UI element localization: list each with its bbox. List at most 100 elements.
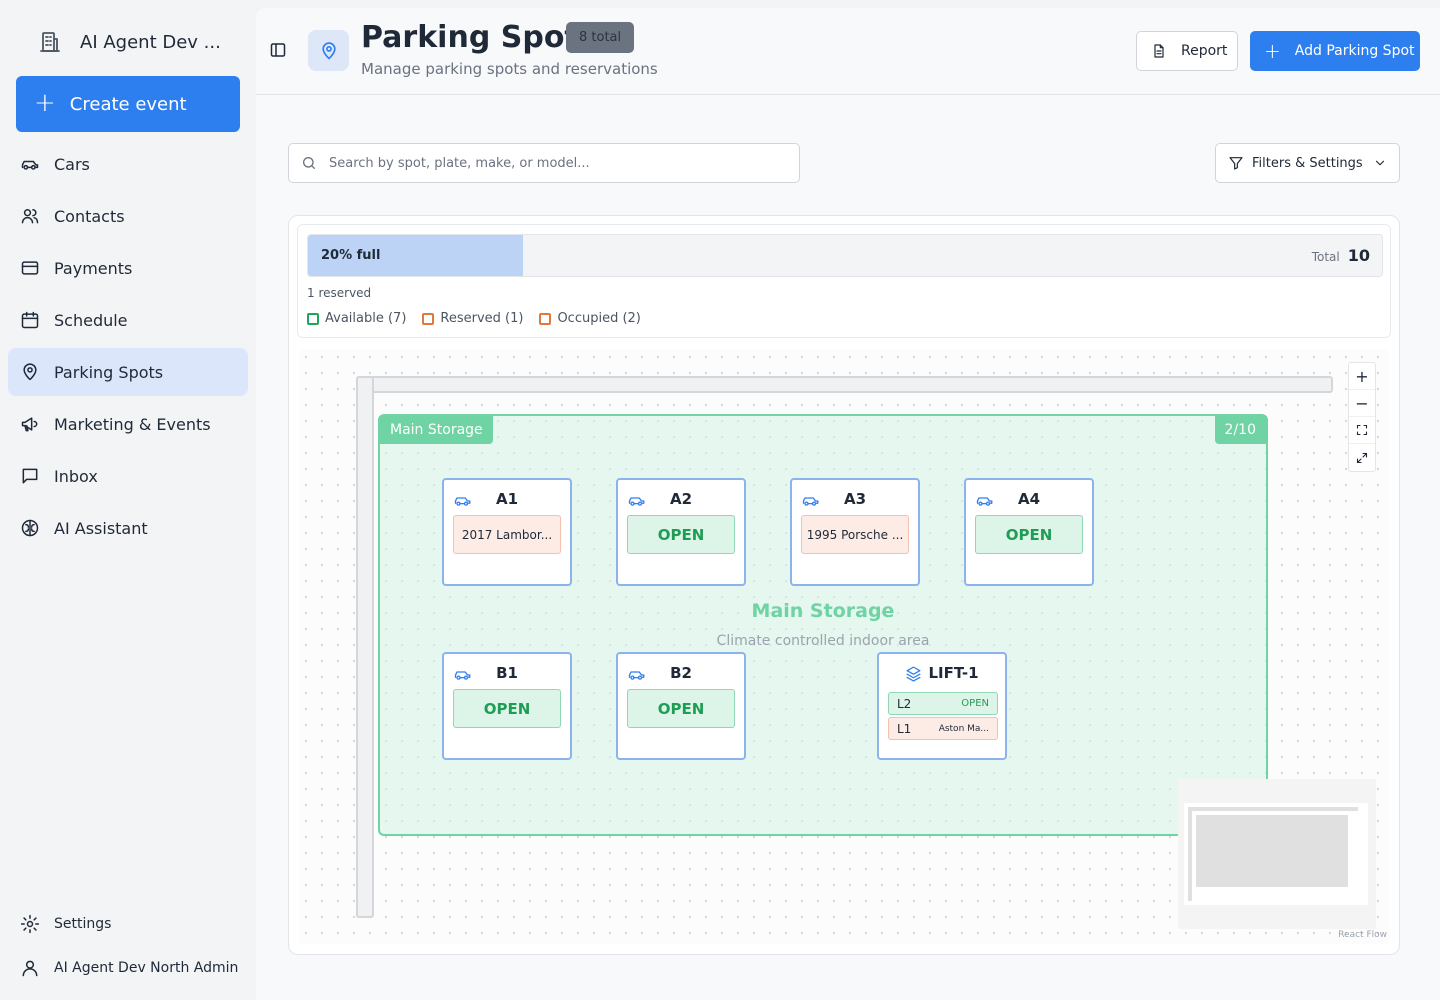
car-icon	[454, 671, 471, 680]
users-icon	[21, 209, 39, 224]
minimap-wall-left	[1188, 807, 1192, 901]
occupancy-label: 20% full	[321, 248, 381, 263]
sidebar-item-marketing-events[interactable]: Marketing & Events	[8, 400, 248, 448]
car-icon	[802, 497, 819, 506]
megaphone-icon	[21, 417, 38, 432]
occupancy-bar-fill	[308, 235, 523, 276]
create-event-label: Create event	[69, 93, 187, 115]
inbox-icon	[22, 468, 38, 484]
sidebar-item-label: Parking Spots	[54, 362, 164, 382]
plus-icon: +	[1264, 39, 1281, 63]
total-label: Total	[1311, 250, 1340, 264]
car-icon	[628, 671, 645, 680]
brain-icon	[21, 519, 39, 537]
spot-label: A3	[843, 490, 867, 508]
main-content: Parking Spots 8 total Manage parking spo…	[256, 8, 1440, 1000]
sidebar-item-parking-spots[interactable]: Parking Spots	[8, 348, 248, 396]
legend-label: Occupied (2)	[557, 311, 641, 326]
sidebar-item-label: Contacts	[54, 206, 125, 226]
lift-level-l1[interactable]: L1 Aston Ma...	[888, 717, 998, 740]
spot-vehicle: 2017 Lambor...	[453, 515, 561, 554]
page-header: Parking Spots 8 total Manage parking spo…	[256, 8, 1440, 95]
legend-swatch	[422, 312, 435, 325]
plus-icon: +	[34, 88, 56, 118]
reserved-note: 1 reserved	[307, 286, 372, 300]
map-controls: + −	[1348, 362, 1376, 472]
chevron-down-icon	[1375, 160, 1384, 166]
sidebar-item-payments[interactable]: Payments	[8, 244, 248, 292]
map-pin-icon	[23, 363, 37, 381]
spot-b2[interactable]: B2 OPEN	[616, 652, 746, 760]
brand[interactable]: AI Agent Dev ...	[38, 30, 221, 54]
status-legend: Available (7) Reserved (1) Occupied (2)	[307, 311, 641, 326]
spot-a4[interactable]: A4 OPEN	[964, 478, 1094, 586]
lift-level-l2[interactable]: L2 OPEN	[888, 692, 998, 715]
filters-settings-button[interactable]: Filters & Settings	[1215, 143, 1400, 183]
wall-top	[356, 376, 1333, 393]
legend-available: Available (7)	[307, 311, 406, 326]
report-button[interactable]: Report	[1136, 31, 1238, 71]
layers-icon	[906, 665, 921, 682]
lift-title: LIFT-1	[879, 664, 1005, 682]
car-icon	[454, 497, 471, 506]
sidebar-item-user[interactable]: AI Agent Dev North Admin	[8, 948, 248, 988]
search-input[interactable]	[329, 155, 769, 171]
zoom-out-button[interactable]: −	[1349, 390, 1375, 417]
sidebar-item-inbox[interactable]: Inbox	[8, 452, 248, 500]
minimap-zone	[1196, 815, 1348, 887]
minimap-wall-top	[1188, 807, 1358, 811]
legend-label: Reserved (1)	[440, 311, 524, 326]
sidebar-item-label: Inbox	[54, 466, 98, 486]
spot-a3[interactable]: A3 1995 Porsche ...	[790, 478, 920, 586]
building-icon	[40, 32, 60, 52]
sidebar-item-ai-assistant[interactable]: AI Assistant	[8, 504, 248, 552]
spot-label: B2	[670, 664, 692, 682]
minimap[interactable]	[1178, 779, 1376, 929]
sidebar-item-cars[interactable]: Cars	[8, 140, 248, 188]
sidebar-toggle-icon[interactable]	[270, 42, 286, 58]
sidebar-item-schedule[interactable]: Schedule	[8, 296, 248, 344]
sidebar-nav: Cars Contacts Payments Schedule Parking …	[8, 140, 248, 556]
zone-title: Main Storage	[751, 600, 895, 622]
lift-level-label: L2	[897, 696, 912, 711]
add-parking-spot-button[interactable]: + Add Parking Spot	[1250, 31, 1420, 71]
create-event-button[interactable]: + Create event	[16, 76, 240, 132]
spot-lift-1[interactable]: LIFT-1 L2 OPEN L1 Aston Ma...	[877, 652, 1007, 760]
wall-left	[356, 376, 374, 918]
fit-view-button[interactable]	[1349, 417, 1375, 444]
sidebar-item-label: Payments	[54, 258, 133, 278]
spot-a2[interactable]: A2 OPEN	[616, 478, 746, 586]
spot-label: A1	[495, 490, 519, 508]
add-parking-spot-label: Add Parking Spot	[1294, 43, 1415, 59]
spot-status-open: OPEN	[627, 689, 735, 728]
sidebar-item-label: Schedule	[54, 310, 128, 330]
spot-status-open: OPEN	[975, 515, 1083, 554]
search-box	[288, 143, 800, 183]
filters-label: Filters & Settings	[1252, 155, 1363, 171]
gear-icon	[20, 914, 40, 934]
spot-b1[interactable]: B1 OPEN	[442, 652, 572, 760]
sidebar-item-label: AI Agent Dev North Admin	[54, 960, 239, 976]
sidebar-item-contacts[interactable]: Contacts	[8, 192, 248, 240]
credit-card-icon	[21, 261, 39, 275]
car-icon	[21, 160, 39, 170]
fullscreen-button[interactable]	[1349, 444, 1375, 471]
parking-map-canvas[interactable]: Main Storage 2/10 Main Storage Climate c…	[298, 349, 1390, 944]
zone-tag: Main Storage	[380, 416, 493, 444]
page-title: Parking Spots	[361, 20, 597, 55]
parking-panel: 20% full Total 10 1 reserved Available (…	[288, 215, 1400, 955]
occupancy-stats: 20% full Total 10 1 reserved Available (…	[297, 224, 1391, 338]
react-flow-attribution[interactable]: React Flow	[1338, 930, 1387, 940]
spot-status-open: OPEN	[627, 515, 735, 554]
legend-occupied: Occupied (2)	[539, 311, 641, 326]
lift-level-status: OPEN	[961, 698, 989, 709]
occupancy-bar: 20% full Total 10	[307, 234, 1383, 277]
sidebar-item-label: Marketing & Events	[54, 414, 211, 434]
total-value: 10	[1347, 246, 1370, 265]
spot-label: B1	[496, 664, 518, 682]
legend-swatch	[539, 312, 552, 325]
spot-a1[interactable]: A1 2017 Lambor...	[442, 478, 572, 586]
zoom-in-button[interactable]: +	[1349, 363, 1375, 390]
lift-label: LIFT-1	[928, 664, 979, 682]
sidebar-item-settings[interactable]: Settings	[8, 904, 248, 944]
